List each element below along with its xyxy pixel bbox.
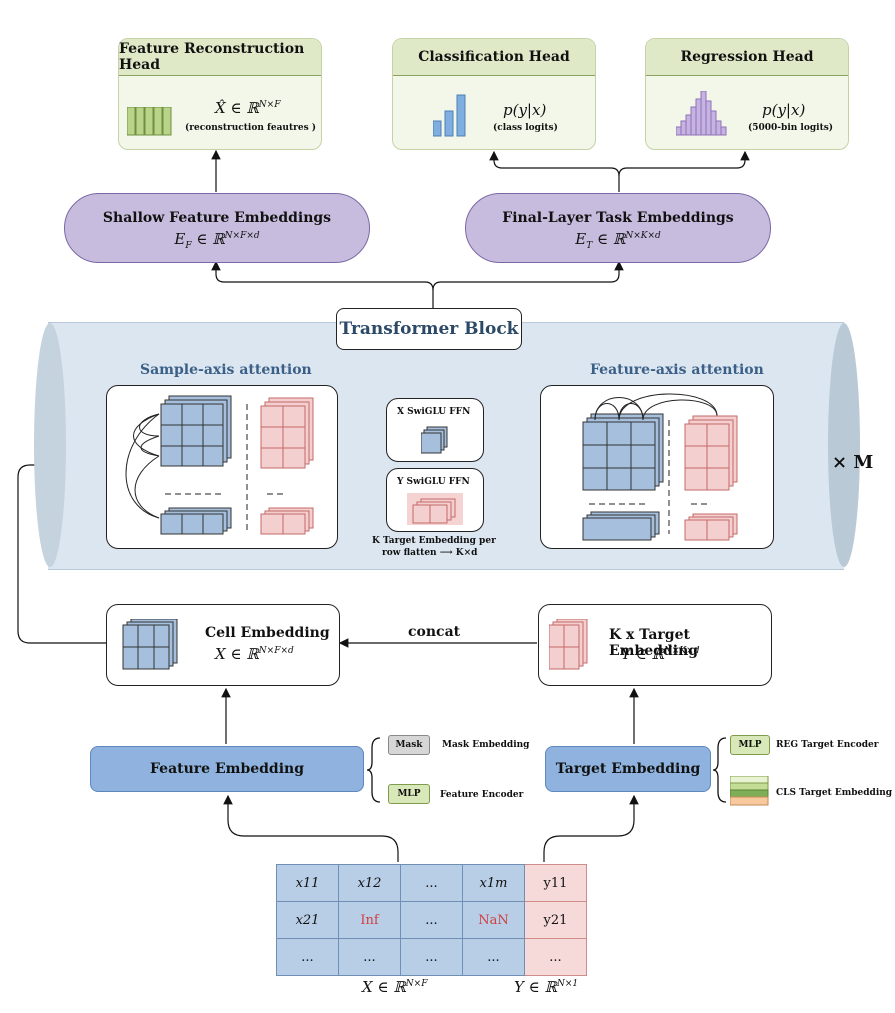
- flatten-note-1: K Target Embedding per: [372, 536, 496, 546]
- y-matrix-label: Y ∈ ℝN×1: [514, 978, 579, 996]
- table-cell: y21: [524, 901, 587, 939]
- table-cell: x21: [276, 901, 339, 939]
- target-embedding-grid-icon: [549, 619, 588, 670]
- target-embedding-button[interactable]: Target Embedding: [545, 746, 711, 792]
- feature-mlp-tag: MLP: [388, 784, 430, 804]
- repeat-label: × M: [832, 452, 874, 473]
- table-cell: ...: [400, 938, 463, 976]
- shallow-feature-math: EF ∈ ℝN×F×d: [174, 230, 260, 251]
- classification-head: Classification Head p(y|x) (class logits…: [392, 38, 596, 150]
- final-layer-title: Final-Layer Task Embeddings: [502, 210, 734, 226]
- table-row: x11 x12 ... x1m y11: [276, 864, 587, 902]
- regression-caption: (5000-bin logits): [748, 123, 834, 133]
- table-cell: ...: [524, 938, 587, 976]
- final-layer-task-embeddings: Final-Layer Task Embeddings ET ∈ ℝN×K×d: [465, 193, 771, 263]
- target-embedding-title: K x Target Embedding: [609, 627, 699, 659]
- table-row: ... ... ... ... ...: [276, 938, 587, 976]
- feature-reconstruction-head-title: Feature Reconstruction Head: [119, 39, 321, 76]
- cell-embedding-grid-icon: [122, 619, 178, 670]
- feature-axis-title: Feature-axis attention: [590, 362, 764, 378]
- table-cell: Inf: [338, 901, 401, 939]
- classification-math: p(y|x): [503, 101, 547, 119]
- feature-brace-icon: [366, 737, 381, 803]
- mask-embedding-label: Mask Embedding: [442, 740, 530, 750]
- table-cell: ...: [276, 938, 339, 976]
- flatten-note-2: row flatten ⟶ K×d: [382, 548, 478, 558]
- x-matrix-label: X ∈ ℝN×F: [362, 978, 428, 996]
- shallow-feature-embeddings: Shallow Feature Embeddings EF ∈ ℝN×F×d: [64, 193, 370, 263]
- sample-axis-attention-box: [106, 385, 338, 549]
- k-target-embedding-box: K x Target Embedding Y ∈ ℝN×K×d: [538, 604, 772, 686]
- class-logits-bar-icon: [433, 94, 466, 137]
- cls-target-embedding-label: CLS Target Embedding: [776, 788, 893, 798]
- y-ffn-pink-icon: [407, 493, 463, 525]
- table-cell: x12: [338, 864, 401, 902]
- regression-head-title: Regression Head: [646, 39, 848, 76]
- target-brace-icon: [712, 737, 727, 803]
- input-table: x11 x12 ... x1m y11 x21 Inf ... NaN y21 …: [276, 864, 587, 976]
- feature-axis-attention-box: [540, 385, 774, 549]
- y-ffn-label: Y SwiGLU FFN: [397, 477, 470, 487]
- cell-embedding-math: X ∈ ℝN×F×d: [215, 645, 294, 663]
- table-cell: ...: [400, 864, 463, 902]
- x-ffn-label: X SwiGLU FFN: [397, 407, 471, 417]
- feature-columns-icon: [127, 107, 172, 136]
- table-cell: y11: [524, 864, 587, 902]
- mask-tag: Mask: [388, 735, 430, 755]
- table-row: x21 Inf ... NaN y21: [276, 901, 587, 939]
- target-embedding-math: Y ∈ ℝN×K×d: [621, 645, 700, 663]
- table-cell: ...: [400, 901, 463, 939]
- cls-target-stack-icon: [730, 776, 769, 806]
- final-layer-math: ET ∈ ℝN×K×d: [575, 230, 661, 251]
- sample-axis-title: Sample-axis attention: [140, 362, 312, 378]
- cell-embedding-box: Cell Embedding X ∈ ℝN×F×d: [106, 604, 340, 686]
- table-cell: ...: [462, 938, 525, 976]
- y-swiglu-ffn-box: Y SwiGLU FFN: [386, 468, 484, 532]
- regression-histogram-icon: [676, 91, 727, 136]
- target-mlp-tag: MLP: [730, 735, 770, 755]
- x-swiglu-ffn-box: X SwiGLU FFN: [386, 398, 484, 462]
- table-cell: x11: [276, 864, 339, 902]
- feature-embedding-button[interactable]: Feature Embedding: [90, 746, 364, 792]
- reconstruction-math: X̂ ∈ ℝN×F: [215, 99, 281, 117]
- cell-embedding-title: Cell Embedding: [205, 625, 330, 641]
- transformer-block-label: Transformer Block: [336, 308, 522, 350]
- classification-head-title: Classification Head: [393, 39, 595, 76]
- table-cell: x1m: [462, 864, 525, 902]
- feature-axis-grids: [582, 393, 738, 541]
- table-cell: ...: [338, 938, 401, 976]
- feature-reconstruction-head: Feature Reconstruction Head X̂ ∈ ℝN×F (r…: [118, 38, 322, 150]
- reconstruction-caption: (reconstruction feautres ): [185, 123, 317, 133]
- cylinder-left-cap: [34, 323, 66, 567]
- sample-axis-grids: [125, 395, 314, 535]
- shallow-feature-title: Shallow Feature Embeddings: [102, 210, 332, 226]
- reg-target-encoder-label: REG Target Encoder: [776, 740, 879, 750]
- regression-head: Regression Head p(y|x) (5000-bin logits): [645, 38, 849, 150]
- table-cell: NaN: [462, 901, 525, 939]
- classification-caption: (class logits): [493, 123, 558, 133]
- feature-encoder-label: Feature Encoder: [440, 790, 524, 800]
- concat-label: concat: [408, 624, 461, 640]
- cylinder-right-cap: [828, 323, 860, 567]
- x-ffn-cube-icon: [421, 426, 448, 454]
- regression-math: p(y|x): [762, 101, 806, 119]
